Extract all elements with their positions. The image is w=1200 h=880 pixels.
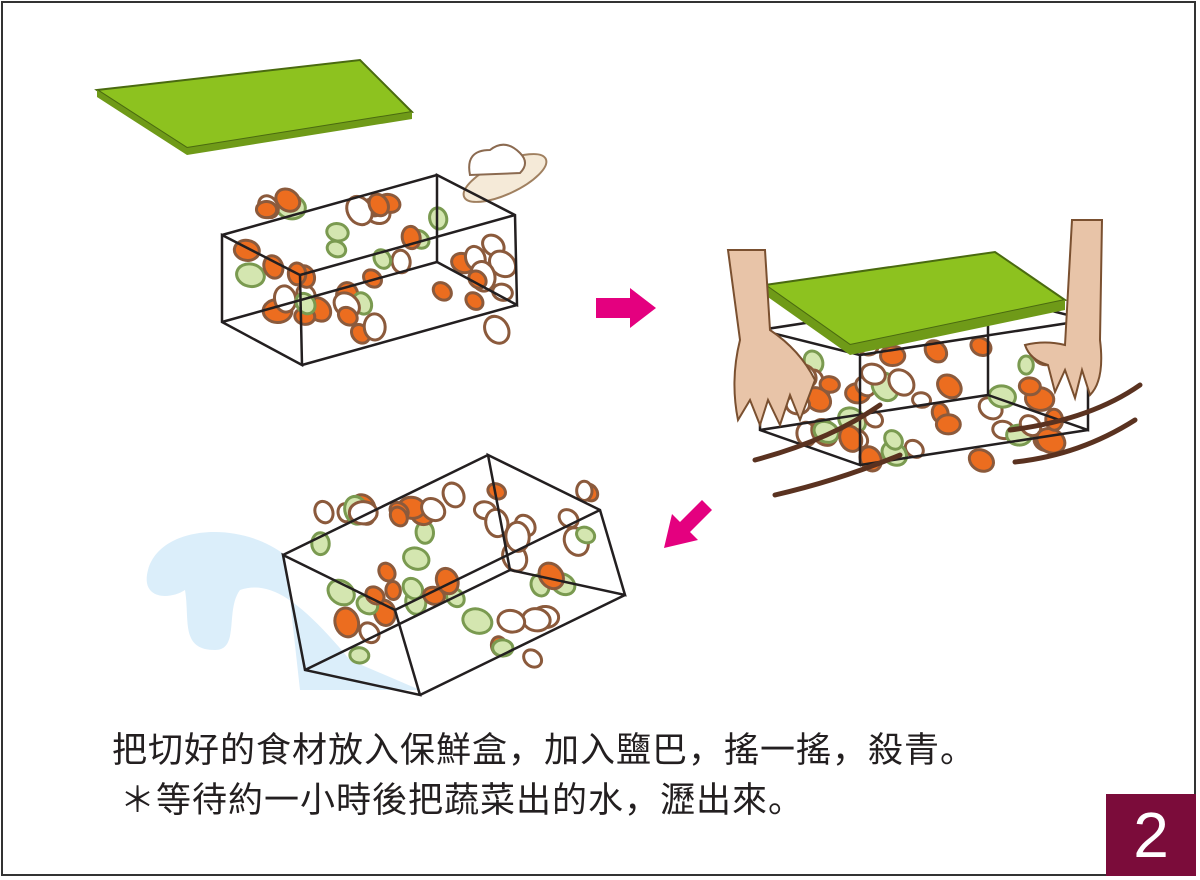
container-box-draining [281, 452, 627, 697]
right-hand [1023, 219, 1104, 402]
vegetable-piece [1017, 354, 1035, 376]
vegetable-piece [325, 222, 350, 243]
water-splash [146, 532, 421, 690]
vegetable-piece [486, 482, 507, 501]
vegetable-piece [923, 339, 949, 364]
vegetable-piece [431, 281, 453, 302]
box-edge [394, 508, 601, 612]
vegetable-piece [348, 646, 371, 665]
vegetable-piece [883, 429, 904, 451]
vegetable-piece [235, 262, 266, 289]
lid-side [850, 300, 1065, 355]
vegetable-piece [461, 607, 494, 635]
vegetable-piece [274, 187, 302, 213]
vegetable-piece [422, 585, 446, 606]
vegetable-piece [362, 312, 387, 342]
vegetable-piece [362, 268, 383, 289]
arrow-right-icon [596, 288, 656, 328]
vegetable-piece [860, 362, 887, 386]
vegetable-piece [483, 314, 511, 345]
vegetable-piece [364, 585, 386, 606]
box-edge [859, 428, 1089, 467]
vegetable-piece [333, 606, 361, 639]
box-edge [859, 318, 1089, 357]
vegetable-piece [464, 291, 485, 311]
vegetable-piece [936, 373, 963, 400]
vegetable-piece [537, 561, 565, 591]
box-edge [221, 260, 438, 324]
vegetable-piece [313, 499, 335, 525]
vegetable-piece [496, 608, 527, 634]
container-box-shaking [726, 219, 1143, 498]
vegetable-piece [262, 254, 285, 280]
vegetable-piece [818, 375, 841, 394]
shake-motion-line [1012, 417, 1138, 465]
box-edge [419, 593, 626, 697]
vegetable-piece [358, 621, 381, 645]
vegetable-piece [402, 546, 431, 571]
salt-spoon-icon [462, 143, 548, 203]
vegetable-piece [420, 497, 447, 523]
arrow-down-left-icon [664, 500, 712, 548]
vegetable-piece [336, 305, 359, 327]
box-edge [221, 173, 438, 237]
vegetable-piece [522, 648, 544, 669]
lid-side [765, 285, 850, 355]
vegetable-piece [254, 199, 279, 220]
vegetable-piece [491, 282, 514, 302]
lid-open [94, 58, 415, 155]
vegetable-piece [575, 479, 594, 502]
container-box-with-vegetables [220, 172, 519, 368]
shake-motion-line [752, 402, 883, 463]
box-edge [304, 568, 511, 672]
shake-motion-line [1007, 382, 1143, 433]
instruction-text-line-1: 把切好的食材放入保鮮盒，加入鹽巴，搖一搖，殺青。 [112, 731, 977, 771]
box-edge [301, 303, 518, 367]
vegetable-piece [887, 368, 916, 397]
vegetable-piece [441, 481, 466, 509]
shake-motion-line [772, 452, 903, 498]
vegetable-piece [969, 336, 993, 358]
vegetable-piece [575, 525, 597, 545]
vegetable-piece [326, 578, 356, 607]
left-hand [726, 249, 817, 428]
box-edge [299, 213, 516, 277]
box-edge [282, 453, 489, 557]
box-edge [759, 393, 989, 432]
vegetable-piece [967, 448, 995, 473]
vegetable-piece [367, 192, 390, 218]
vegetable-piece [384, 579, 402, 601]
vegetable-piece [1017, 376, 1042, 397]
vegetable-piece [388, 505, 409, 528]
step-number-badge: 2 [1106, 794, 1196, 876]
vegetable-piece [504, 520, 531, 553]
instruction-text-line-2: ＊等待約一小時後把蔬菜出的水，瀝出來。 [120, 781, 805, 821]
vegetable-piece [934, 413, 962, 436]
